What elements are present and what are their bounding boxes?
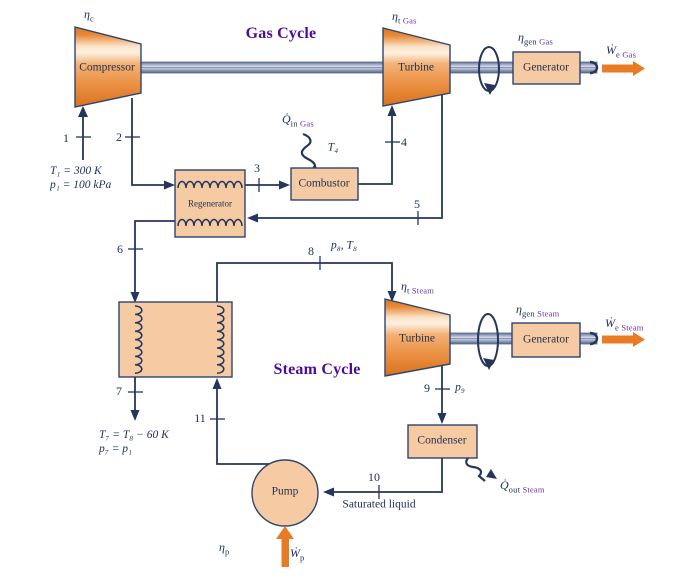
eta-pump-label: ηp [219,540,230,557]
state9-pressure: p₉ [455,381,465,394]
state8-pressure-temperature: p₈, T₈ [331,239,357,252]
state-point-7: 7 [116,384,122,398]
line-state-5 [256,95,443,219]
regenerator-top-coil-icon [177,180,243,189]
steam-shaft-rotation-icon [477,313,499,370]
gas-generator-box [512,51,581,85]
regenerator-label: Regenerator [188,198,232,209]
line-state-10 [332,458,443,493]
regenerator-bottom-coil-icon [177,218,243,227]
state1-temperature: T₁ = 300 K [50,165,102,177]
q-in-squiggle-icon [300,132,317,172]
gas-power-arrow-icon [602,61,645,76]
state-point-1: 1 [63,131,69,145]
condenser-label: Condenser [417,434,467,447]
steam-power-arrow-icon [602,332,645,347]
heat-in-gas-label: Q̇in Gas [282,112,314,129]
gas-turbine-label: Turbine [398,61,434,74]
state-point-8: 8 [308,244,314,258]
state-point-6: 6 [117,242,123,256]
steam-cycle-title: Steam Cycle [273,361,361,378]
eta-steam-turbine-label: ηt Steam [401,279,435,296]
steam-generator-box [511,322,581,358]
steam-generator-label: Generator [523,333,569,346]
exchanger-right-coil-icon [216,305,225,374]
saturated-liquid-note: Saturated liquid [342,498,416,511]
gas-shaft-end-hook [589,60,599,75]
exchanger-left-coil-icon [134,305,143,374]
steam-shaft-end-hook [589,331,599,346]
state-point-2: 2 [116,130,122,144]
compressor-label: Compressor [79,61,135,74]
steam-turbine-shape [384,298,451,377]
combustor-box [290,167,359,201]
combustor-label: Combustor [298,177,350,190]
line-state-11 [216,387,270,465]
pump-power-arrow-icon [276,526,294,567]
state7-pressure: p₇ = p₁ [99,443,133,455]
pump-label: Pump [271,485,299,498]
eta-gas-turbine-label: ηt Gas [392,9,417,26]
heat-out-steam-label: Q̇out Steam [500,478,545,495]
regenerator [174,169,246,238]
pump-power-label: Ẇp [290,546,305,563]
gas-turbine-shape [382,27,451,107]
line-state-4 [358,114,393,185]
state-point-11: 11 [194,411,206,425]
state1-pressure: p₁ = 100 kPa [50,179,112,191]
gas-power-output-label: Ẇe Gas [606,43,637,60]
steam-power-output-label: Ẇe Steam [605,316,644,333]
eta-compressor-label: ηc [84,7,94,24]
gas-cycle-title: Gas Cycle [245,25,317,42]
state4-temperature: T₄ [327,141,339,154]
eta-steam-generator-label: ηgen Steam [516,302,560,319]
heat-recovery-exchanger [118,301,233,378]
state7-temperature: T₇ = T₈ − 60 K [99,429,169,441]
gas-shaft-rotation-icon [478,46,500,95]
state-point-3: 3 [254,161,260,175]
power-arrows [276,61,645,567]
state-point-4: 4 [401,135,407,149]
state-point-10: 10 [368,470,380,484]
flow-arrowheads [78,105,447,497]
state-ticks [76,136,450,499]
line-state-6 [134,220,175,294]
compressor-shape [74,26,142,108]
eta-gas-generator-label: ηgen Gas [518,30,553,47]
state-point-9: 9 [424,381,430,395]
q-out-arrowhead [486,469,497,479]
condenser-box [407,424,478,459]
gas-generator-label: Generator [523,61,569,74]
state-point-5: 5 [414,197,420,211]
steam-turbine-label: Turbine [399,332,435,345]
line-state-2 [131,98,166,186]
line-state-8 [216,262,393,302]
